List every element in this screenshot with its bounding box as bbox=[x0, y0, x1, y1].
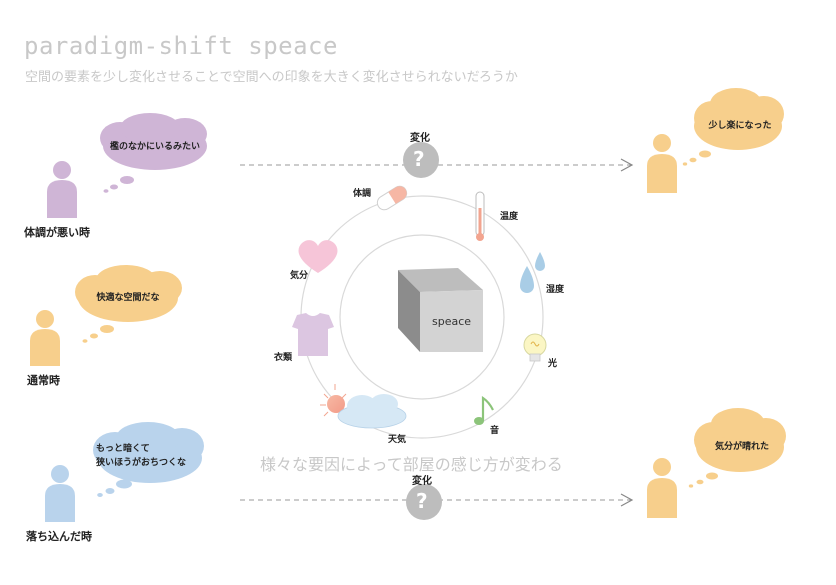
caption: 様々な要因によって部屋の感じ方が変わる bbox=[260, 455, 563, 474]
person-icon-right-top bbox=[647, 134, 677, 193]
music-note-icon bbox=[474, 395, 494, 425]
factor-label-mood: 気分 bbox=[290, 271, 309, 281]
heart-icon bbox=[298, 240, 338, 273]
question-circle-top bbox=[403, 142, 439, 178]
factor-label-sound: 音 bbox=[490, 426, 500, 436]
person-icon-orange bbox=[30, 310, 60, 366]
thought-bubble-orange bbox=[75, 265, 182, 343]
thermometer-icon bbox=[475, 191, 485, 241]
cube-label: speace bbox=[432, 315, 472, 328]
thought-text-blue-line2: 狭いほうがおちつくな bbox=[96, 458, 187, 468]
person-label-depressed: 落ち込んだ時 bbox=[26, 530, 92, 543]
person-icon-blue bbox=[45, 465, 75, 522]
thought-text-blue: もっと暗くて 狭いほうがおちつくな bbox=[96, 442, 206, 470]
cube-icon bbox=[398, 268, 483, 352]
pill-icon bbox=[376, 185, 408, 211]
question-mark-bottom: ? bbox=[416, 489, 428, 513]
factor-label-weather: 天気 bbox=[388, 435, 407, 445]
question-mark-top: ? bbox=[413, 147, 425, 171]
water-drops-icon bbox=[520, 252, 545, 293]
thought-text-right-bottom: 気分が晴れた bbox=[714, 442, 769, 452]
factor-label-temperature: 温度 bbox=[500, 212, 519, 222]
question-circle-bottom bbox=[406, 484, 442, 520]
change-label-bottom: 変化 bbox=[412, 476, 432, 487]
shirt-icon bbox=[292, 313, 334, 356]
thought-bubble-purple bbox=[100, 113, 207, 193]
thought-text-orange: 快適な空間だな bbox=[96, 293, 160, 303]
light-bulb-icon bbox=[523, 333, 547, 362]
change-label-top: 変化 bbox=[410, 133, 430, 144]
person-label-normal: 通常時 bbox=[27, 374, 60, 387]
person-icon-right-bottom bbox=[647, 458, 677, 518]
thought-text-right-top: 少し楽になった bbox=[708, 121, 772, 131]
person-label-sick: 体調が悪い時 bbox=[24, 226, 90, 239]
thought-bubble-right-top bbox=[682, 88, 784, 166]
factor-label-humidity: 湿度 bbox=[546, 285, 565, 295]
inner-circle bbox=[339, 234, 505, 400]
person-icon-purple bbox=[47, 161, 77, 218]
page-subtitle: 空間の要素を少し変化させることで空間への印象を大きく変化させられないだろうか bbox=[25, 70, 518, 85]
thought-text-blue-line1: もっと暗くて bbox=[96, 444, 150, 454]
thought-bubble-blue bbox=[93, 422, 204, 497]
factor-label-light: 光 bbox=[548, 359, 558, 369]
weather-icon bbox=[320, 384, 407, 429]
page-title: paradigm-shift speace bbox=[24, 32, 338, 60]
factor-label-clothing: 衣類 bbox=[274, 353, 293, 363]
factor-label-condition: 体調 bbox=[353, 189, 372, 199]
thought-bubble-right-bottom bbox=[688, 408, 786, 488]
thought-text-purple: 檻のなかにいるみたい bbox=[109, 142, 200, 152]
